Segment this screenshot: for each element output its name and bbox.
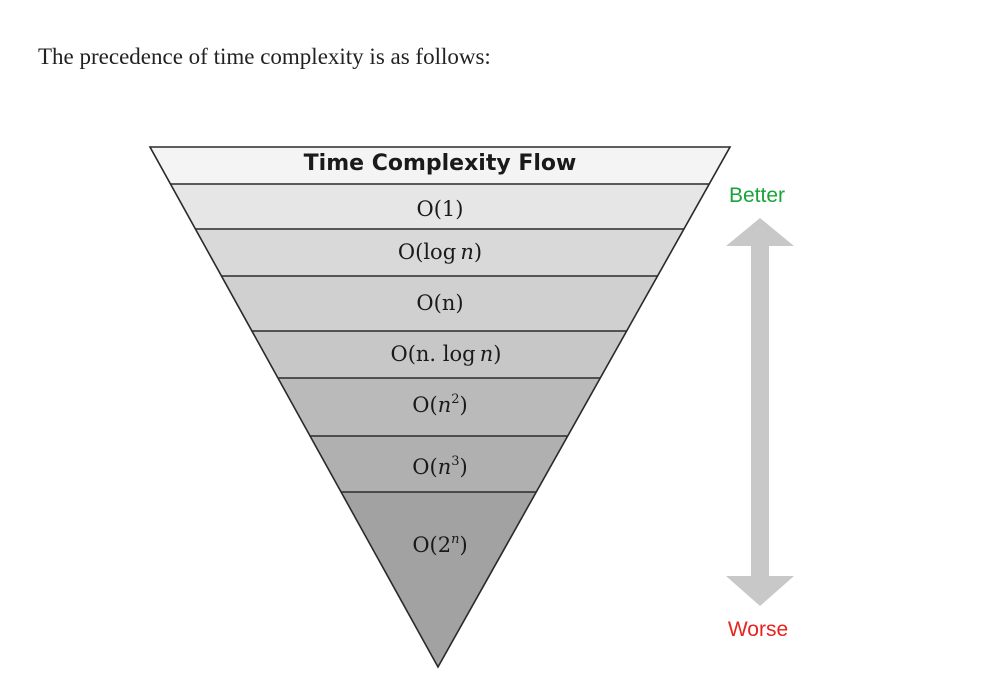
better-label: Better bbox=[729, 184, 785, 207]
triangle-band bbox=[195, 229, 684, 276]
better-worse-arrow-icon bbox=[726, 218, 794, 606]
intro-text: The precedence of time complexity is as … bbox=[38, 44, 491, 69]
level-o-n-cubed: O(n3) bbox=[412, 454, 467, 479]
triangle-band bbox=[277, 378, 601, 436]
triangle-band bbox=[310, 436, 568, 492]
triangle-outline bbox=[148, 146, 732, 669]
diagram-title: Time Complexity Flow bbox=[304, 151, 577, 176]
triangle-band bbox=[251, 331, 627, 378]
triangle-band bbox=[221, 276, 658, 331]
triangle-band bbox=[170, 184, 710, 229]
triangle-band bbox=[150, 147, 730, 184]
level-o-2-to-n: O(2n) bbox=[412, 532, 467, 557]
level-o-log-n: O(log n) bbox=[398, 240, 482, 264]
band-dividers bbox=[148, 146, 732, 669]
level-o-n: O(n) bbox=[416, 291, 463, 315]
worse-label: Worse bbox=[728, 618, 788, 641]
level-o-1: O(1) bbox=[417, 197, 464, 221]
level-o-n-log-n: O(n. log n) bbox=[390, 342, 501, 366]
level-o-n-squared: O(n2) bbox=[412, 392, 467, 417]
triangle-bands bbox=[150, 147, 730, 667]
triangle-band bbox=[341, 492, 537, 667]
